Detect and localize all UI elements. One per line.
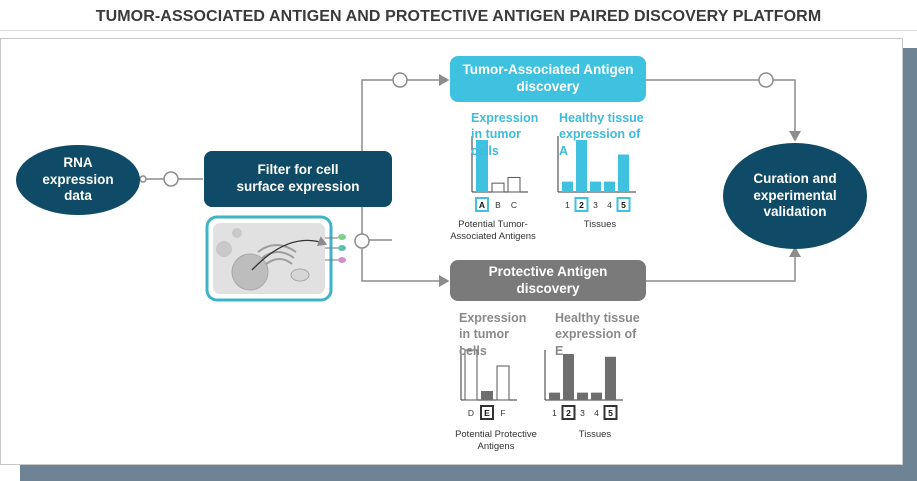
- highlight-box-A: [475, 197, 489, 212]
- tick-label-E: E: [484, 408, 490, 418]
- connector-node: [758, 72, 774, 88]
- curation-node: Curation and experimental validation: [723, 143, 867, 249]
- tick-label-4: 4: [607, 200, 612, 210]
- bar-D: [464, 349, 478, 401]
- bar-3: [590, 181, 601, 192]
- taa-discovery-node: Tumor-Associated Antigen discovery: [450, 56, 646, 102]
- highlight-box-5: [616, 197, 631, 212]
- rna-expression-node: RNA expression data: [16, 145, 140, 215]
- tick-label-5: 5: [621, 200, 626, 210]
- bar-E: [481, 391, 493, 400]
- highlight-box-5: [603, 405, 618, 420]
- taa-expr-label: Expression in tumor cells: [471, 111, 539, 158]
- bar-C: [507, 176, 521, 193]
- tick-label-D: D: [468, 408, 474, 418]
- taa-tissues-caption: Tissues: [583, 219, 617, 230]
- protective-expr-label: Expression in tumor cells: [459, 311, 527, 358]
- connector-dot: [139, 175, 147, 183]
- tick-label-2: 2: [566, 408, 571, 418]
- bar-5: [618, 154, 629, 192]
- connector-node: [392, 72, 408, 88]
- protective-tissues-caption: Tissues: [578, 429, 612, 440]
- connector-node: [163, 171, 179, 187]
- tick-label-3: 3: [580, 408, 585, 418]
- connector-node: [354, 233, 370, 249]
- connector-protective-curation: [646, 246, 801, 282]
- tick-label-5: 5: [608, 408, 613, 418]
- diagram-panel: [0, 38, 903, 465]
- bar-1: [549, 392, 560, 400]
- bar-B: [491, 182, 505, 193]
- connector-taa-curation: [646, 79, 801, 142]
- filter-node: Filter for cell surface expression: [204, 151, 392, 207]
- protective-healthy-label: Healthy tissue expression of E: [555, 311, 640, 358]
- bar-A: [476, 140, 488, 192]
- taa-healthy-label: Healthy tissue expression of A: [559, 111, 644, 158]
- protective-antigen-caption: Potential Protective Antigens: [455, 429, 537, 453]
- bar-2: [576, 140, 587, 192]
- tick-label-2: 2: [579, 200, 584, 210]
- highlight-box-2: [574, 197, 589, 212]
- highlight-box-2: [561, 405, 576, 420]
- protective-discovery-node: Protective Antigen discovery: [450, 260, 646, 301]
- tick-label-A: A: [479, 200, 485, 210]
- cell-illustration: [205, 215, 346, 302]
- page-title: TUMOR-ASSOCIATED ANTIGEN AND PROTECTIVE …: [95, 8, 822, 25]
- taa-antigen-caption: Potential Tumor-Associated Antigens: [450, 219, 536, 243]
- bar-4: [591, 392, 602, 400]
- tick-label-B: B: [495, 200, 501, 210]
- tick-label-1: 1: [565, 200, 570, 210]
- tick-label-3: 3: [593, 200, 598, 210]
- bar-3: [577, 392, 588, 400]
- bar-2: [563, 354, 574, 400]
- bar-4: [604, 181, 615, 192]
- bar-5: [605, 356, 616, 400]
- highlight-box-E: [480, 405, 494, 420]
- title-divider: [0, 30, 917, 31]
- bar-F: [496, 365, 510, 401]
- tick-label-4: 4: [594, 408, 599, 418]
- tick-label-C: C: [511, 200, 517, 210]
- tick-label-F: F: [500, 408, 505, 418]
- bar-1: [562, 181, 573, 192]
- tick-label-1: 1: [552, 408, 557, 418]
- connector-to-protective: [361, 240, 450, 287]
